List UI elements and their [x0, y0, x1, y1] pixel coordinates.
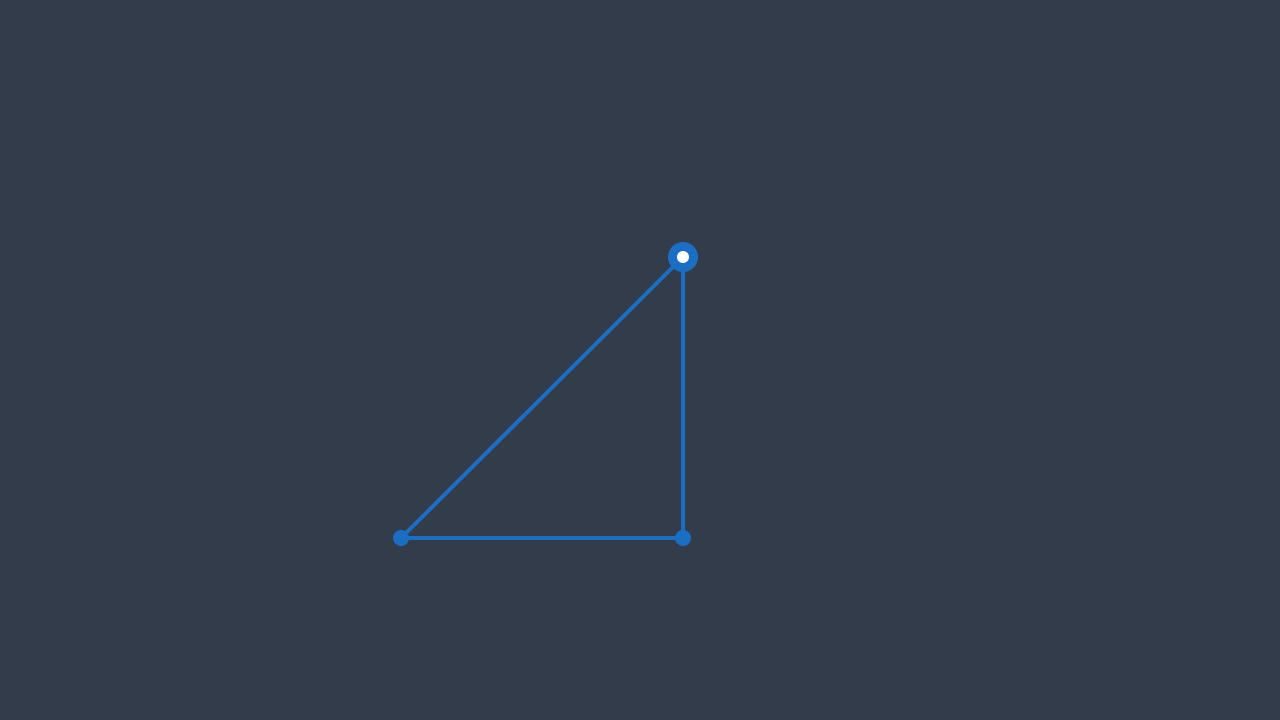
selected-vertex-core [677, 251, 689, 263]
vertex-handle-bottom-left[interactable] [393, 530, 409, 546]
vertex-handle-top-right-selected[interactable] [668, 242, 698, 272]
vertex-handle-bottom-right[interactable] [675, 530, 691, 546]
triangle-shape[interactable] [393, 242, 698, 546]
edge-hypotenuse[interactable] [399, 255, 685, 540]
